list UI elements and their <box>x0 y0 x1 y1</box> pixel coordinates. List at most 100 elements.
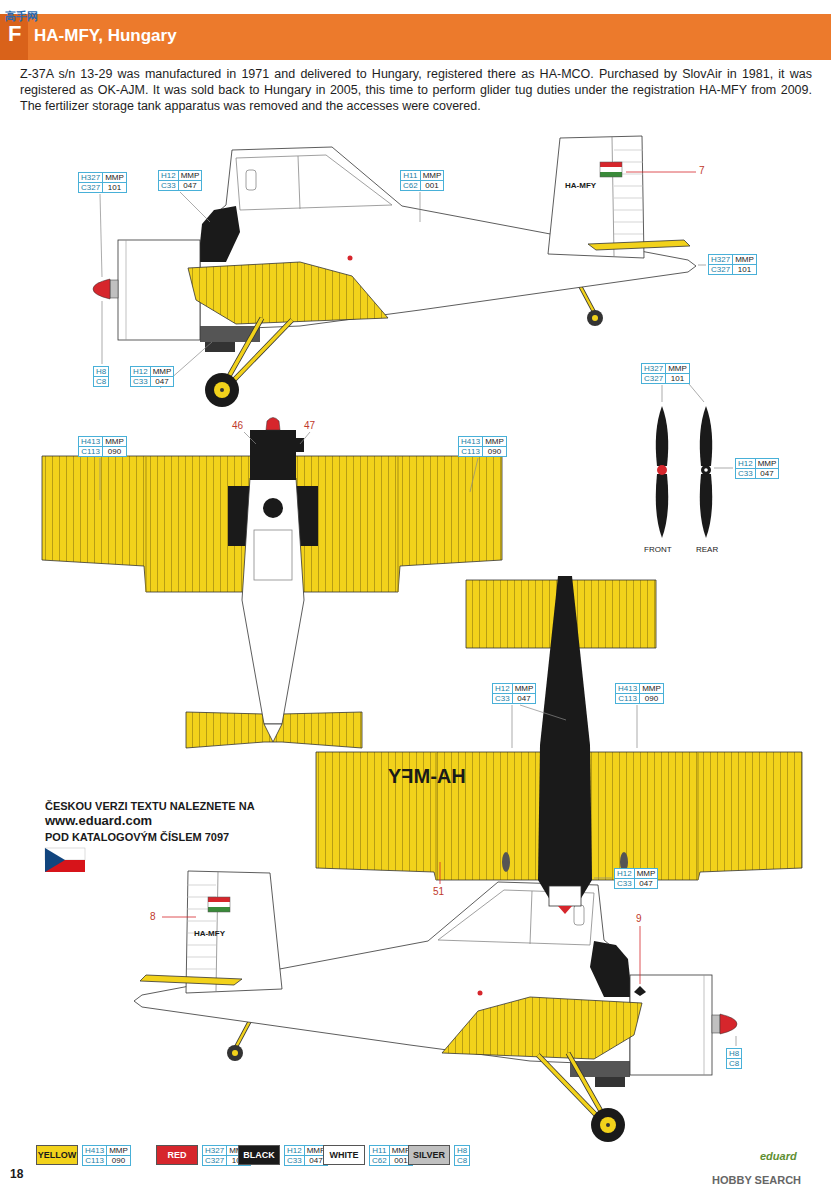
paint-code: C33 <box>615 879 635 888</box>
paint-code: H12 <box>493 684 513 694</box>
paint-code: H327 <box>79 173 103 183</box>
paint-code: MMP <box>103 437 126 447</box>
flag-triangle <box>45 848 65 872</box>
paint-code: MMP <box>640 684 663 694</box>
nose-emblem <box>634 986 646 996</box>
paint-code: C8 <box>727 1059 741 1068</box>
canopy-frame <box>254 530 292 580</box>
propeller-blade <box>700 474 712 538</box>
decal-number: 46 <box>232 420 243 431</box>
engine-cowling <box>250 430 296 480</box>
color-name: BLACK <box>243 1150 275 1160</box>
paint-code-box: H12MMPC33047 <box>130 366 174 387</box>
language-note: POD KATALOGOVÝM ČÍSLEM 7097 <box>45 831 229 843</box>
color-swatch: RED <box>156 1145 198 1165</box>
paint-code: MMP <box>421 171 444 181</box>
propeller-blade <box>700 406 712 466</box>
section-letter: F <box>8 22 21 46</box>
paint-code-box: H12MMPC33047 <box>284 1145 328 1166</box>
leader-line <box>736 1036 737 1046</box>
leader-line <box>698 265 706 266</box>
paint-code: 090 <box>103 447 126 456</box>
leader-lines <box>100 192 736 1046</box>
paint-code-box: H327MMPC327101 <box>78 172 127 193</box>
paint-code: H327 <box>203 1146 227 1156</box>
paint-code: 047 <box>756 469 779 478</box>
leader-line <box>420 192 421 222</box>
paint-code: C33 <box>736 469 756 478</box>
color-name: YELLOW <box>38 1150 77 1160</box>
paint-code: C327 <box>709 265 733 274</box>
paint-code: H12 <box>159 171 179 181</box>
paint-code: C33 <box>285 1156 305 1165</box>
watermark: 高手网 <box>5 10 38 22</box>
paint-code: H8 <box>94 367 108 377</box>
decal-leader <box>626 172 696 173</box>
paint-code: MMP <box>107 1146 130 1156</box>
fuselage <box>538 576 592 900</box>
paint-code: H11 <box>401 171 421 181</box>
paint-code: 101 <box>103 183 126 192</box>
paint-code: C327 <box>203 1156 227 1165</box>
paint-code: 047 <box>179 181 202 190</box>
decal-number: 7 <box>699 165 705 176</box>
paint-code-box: H413MMPC113090 <box>82 1145 131 1166</box>
paint-code-box: H413MMPC113090 <box>78 436 127 457</box>
registration: HA-MFY <box>565 182 596 191</box>
plate-title: HA-MFY, Hungary <box>34 26 177 46</box>
paint-code-box: H413MMPC113090 <box>615 683 664 704</box>
header-band <box>0 14 831 60</box>
view-label: REAR <box>696 546 718 555</box>
engine-cowling <box>549 886 581 906</box>
paint-code: 047 <box>151 377 174 386</box>
language-note: ČESKOU VERZI TEXTU NALEZNETE NA <box>45 800 255 812</box>
paint-code: C8 <box>455 1156 469 1165</box>
paint-code: MMP <box>103 173 126 183</box>
color-name: RED <box>167 1150 186 1160</box>
propellers <box>656 406 712 538</box>
paint-code: C113 <box>616 694 640 703</box>
paint-code: C113 <box>79 447 103 456</box>
leader-line <box>244 432 310 444</box>
paint-code: 001 <box>421 181 444 190</box>
leader-line <box>180 192 210 222</box>
leader-line <box>470 458 478 492</box>
paint-code: H8 <box>727 1049 741 1059</box>
paint-code: 047 <box>513 694 536 703</box>
leader-line <box>100 458 101 500</box>
registration: HA-MFY <box>388 765 466 787</box>
main-wheel <box>502 852 510 872</box>
paint-code: C113 <box>459 447 483 456</box>
web-address: www.eduard.com <box>45 814 152 828</box>
paint-code: C33 <box>159 181 179 190</box>
view-label: FRONT <box>644 546 672 555</box>
decal-leader <box>640 926 641 984</box>
paint-code-box: H12MMPC33047 <box>614 868 658 889</box>
paint-code: C8 <box>94 377 108 386</box>
bottom-view <box>316 576 802 914</box>
paint-code: H413 <box>79 437 103 447</box>
paint-code: 101 <box>666 374 689 383</box>
paint-code: H413 <box>616 684 640 694</box>
paint-code: H12 <box>615 869 635 879</box>
paint-code: H327 <box>709 255 733 265</box>
decal-leader <box>162 917 196 918</box>
page-number: 18 <box>10 1168 23 1181</box>
paint-code: H12 <box>131 367 151 377</box>
spinner <box>266 418 280 431</box>
decal-leader-lines <box>162 172 696 984</box>
propeller-hub <box>701 465 711 475</box>
decal-number: 9 <box>636 913 642 924</box>
paint-code: MMP <box>513 684 536 694</box>
paint-code-box: H12MMPC33047 <box>735 458 779 479</box>
leader-line <box>714 468 733 469</box>
paint-code: MMP <box>756 459 779 469</box>
paint-code: 047 <box>635 879 658 888</box>
paint-code: H12 <box>285 1146 305 1156</box>
watermark: HOBBY SEARCH <box>712 1174 801 1186</box>
side-view-right <box>134 871 737 1142</box>
paint-code: C62 <box>370 1156 390 1165</box>
leader-line <box>100 194 102 277</box>
paint-code-box: H8C8 <box>93 366 109 387</box>
